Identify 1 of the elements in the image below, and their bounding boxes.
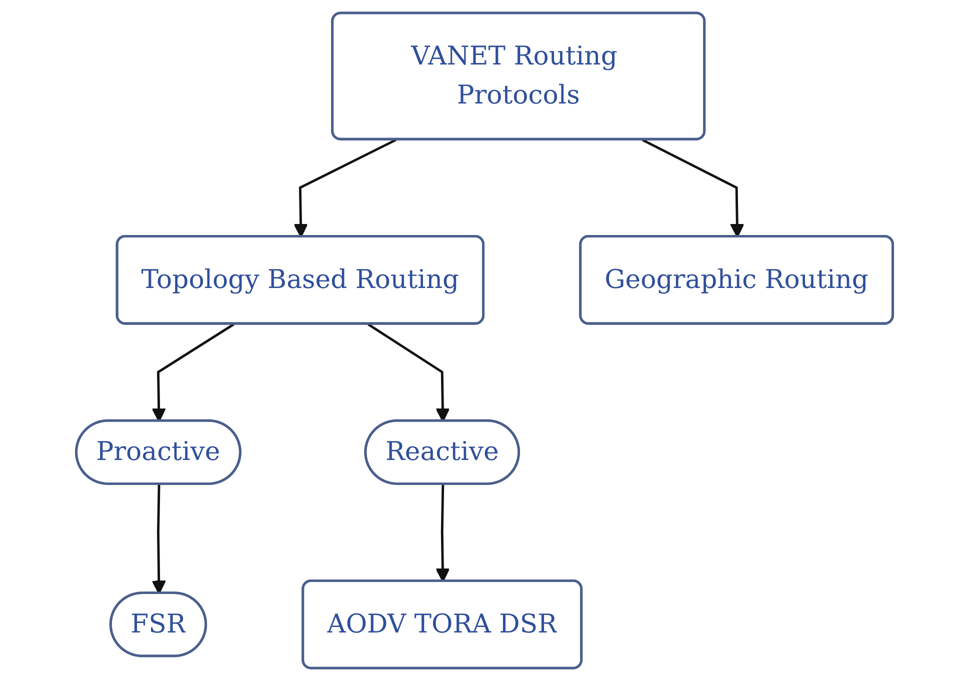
flowchart-diagram: VANET Routing Protocols Topology Based Routing Geographic Routing Proactive FSR Reactive AODV TORA DSR (0, 0, 969, 681)
